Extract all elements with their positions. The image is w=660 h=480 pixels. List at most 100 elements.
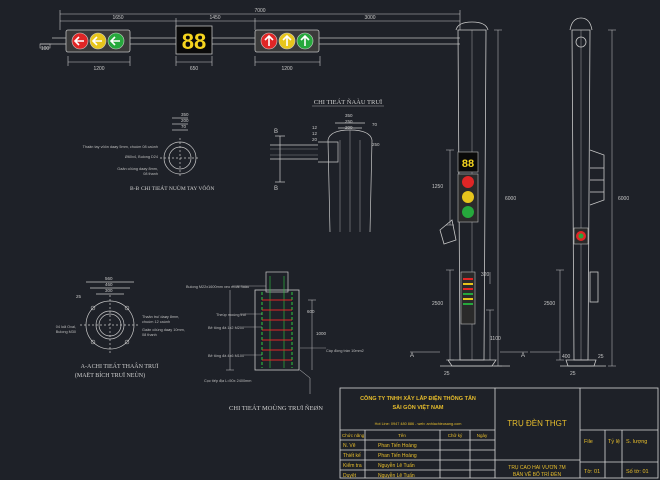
dim-body-300: 300: [105, 288, 113, 293]
dim-320: 320: [481, 272, 490, 278]
note-arm-1: Thaân tay vôôn daøy 5mm, chuùm 08 caùnh: [83, 145, 158, 149]
up-arrow-icon: [264, 34, 274, 46]
dim-total: 7000: [254, 8, 265, 14]
pedestrian-signal: [460, 271, 476, 325]
body-section-prefix: A-A: [81, 364, 92, 370]
dim-cap-12: 12: [312, 125, 318, 130]
note-body-6: Bulong M30: [56, 330, 76, 334]
note-found-3: Bê tông đá 1x2 M200: [208, 326, 244, 330]
dim-6000a: 6000: [505, 196, 516, 202]
pole-dimensions: [446, 29, 502, 367]
signal-head-left: [65, 29, 131, 53]
dim-650: 650: [190, 66, 199, 72]
left-arrow-icon: [73, 36, 84, 46]
svg-text:A: A: [521, 353, 525, 359]
cap-detail: [270, 122, 373, 233]
note-body-4: 08 thanh: [142, 333, 157, 337]
row-name-1: Phan Tiến Hoàng: [378, 443, 417, 449]
row-name-2: Phan Tiến Hoàng: [378, 453, 417, 459]
green-lamp-icon: [462, 206, 474, 218]
cap-detail-title: CHI TIEÁT ÑAÀU TRUÏ: [314, 98, 382, 106]
foundation-title: CHI TIEÁT MOÙNG TRUÏ ÑEØN: [229, 404, 323, 412]
side-view-pole: [560, 17, 606, 367]
note-found-1: Bulong M22x1600mm xeo moät ñaàu: [186, 285, 249, 289]
dim-arm-70: 70: [181, 124, 187, 129]
body-section: [80, 281, 140, 355]
dim-25d: 25: [598, 354, 604, 360]
quantity-label: S. lượng: [626, 439, 647, 445]
section-b-mark-top: B: [274, 129, 278, 135]
note-arm-2: Ø60x4, Bulong D24: [125, 155, 158, 159]
note-body-3: Gaân cöùng daøy 10mm,: [142, 328, 185, 332]
hotline: Hot Line: 0947 480 886 - web: anhlachieu…: [375, 422, 462, 426]
foundation-detail: [226, 271, 316, 394]
dim-1200b: 1200: [281, 66, 292, 72]
arm-section-title: CHI TIEÁT NUÙM TAY VÔÔN: [141, 184, 214, 192]
project-title: TRỤ ĐÈN THGT: [507, 419, 567, 428]
up-arrow-icon: [282, 34, 292, 46]
row-role-1: N. Vẽ: [343, 443, 356, 449]
dim-cap-20: 20: [312, 137, 318, 142]
pole-signal-head: 88: [457, 151, 479, 223]
side-pole-lamp: [573, 227, 589, 245]
note-body-1: Thaân truï daøy 8mm,: [142, 315, 179, 319]
dim-cap-350: 350: [345, 113, 353, 118]
note-body-5: 04 loã Oval,: [56, 325, 76, 329]
dim-25b: 25: [570, 371, 576, 377]
section-b-mark-bottom: B: [274, 186, 278, 192]
dim-arm-350: 350: [181, 112, 189, 117]
sheet-number: Tờ: 01: [584, 469, 600, 475]
col-sign: Chữ ký: [448, 433, 463, 438]
scale-label: Tỷ lệ: [608, 438, 620, 445]
drawing-title-1: TRỤ CAO HAI VƯƠN 7M: [508, 465, 565, 471]
company-name-1: CÔNG TY TNHH XÂY LẮP ĐIỆN THÔNG TẤN: [360, 394, 476, 402]
arm-section: [160, 117, 200, 178]
drawing-title-2: BẢN VẼ BỐ TRÍ ĐÈN: [513, 471, 562, 478]
note-arm-4: 08 thanh: [143, 172, 158, 176]
note-arm-3: Gaân cöùng daøy 8mm,: [117, 167, 158, 171]
pole-countdown-digits: 88: [462, 158, 474, 170]
dim-body-460: 460: [105, 282, 113, 287]
signal-head-right: [254, 29, 320, 53]
body-section-subtitle: (MAËT BÍCH TRUÏ NEÙN): [75, 371, 145, 379]
sheet-count: Số tờ: 01: [626, 469, 649, 475]
up-arrow-icon: [300, 34, 310, 46]
dim-2500a: 2500: [432, 301, 443, 307]
red-lamp-icon: [462, 176, 474, 188]
left-arrow-icon: [91, 36, 102, 46]
note-found-5: Cọc tiếp địa L=50x 2400mm: [204, 379, 251, 383]
body-section-title: CHI TIEÁT THAÂN TRUÏ: [92, 362, 159, 370]
yellow-lamp-icon: [462, 191, 474, 203]
arm-section-prefix: B-B: [130, 186, 140, 192]
section-a-marks: A A: [410, 353, 525, 359]
dim-cap-250b: 250: [372, 142, 380, 147]
countdown-digits: 88: [182, 29, 206, 54]
green-lamp-icon: [578, 233, 584, 239]
dim-cap-200: 200: [345, 125, 353, 130]
row-role-3: Kiểm tra: [343, 462, 362, 469]
dim-found-1000: 1000: [316, 331, 327, 336]
note-found-6: Cáp đồng trần 10mm2: [326, 349, 364, 353]
dim-25a: 25: [444, 371, 450, 377]
col-name: Tên: [398, 433, 406, 438]
file-label: File: [584, 439, 593, 445]
dim-1650: 1650: [112, 15, 123, 21]
dim-1250: 1250: [432, 184, 443, 190]
dim-body-25: 25: [76, 294, 82, 299]
col-date: Ngày: [477, 433, 488, 438]
row-name-3: Nguyễn Lê Tuấn: [378, 462, 415, 469]
svg-text:A: A: [410, 353, 414, 359]
dim-cap-12b: 12: [312, 131, 318, 136]
title-block-frame: [339, 387, 659, 479]
note-body-2: chuùm 12 caùnh: [142, 320, 170, 324]
dim-400: 400: [562, 354, 571, 360]
dim-body-560: 560: [105, 276, 113, 281]
dim-1100: 1100: [490, 336, 501, 342]
dim-100: 100: [41, 46, 50, 52]
note-found-2: Theùp moùng truï: [216, 313, 247, 317]
note-found-4: Bê tông đá 4x6 M100: [208, 354, 244, 358]
row-role-2: Thiết kế: [343, 453, 361, 459]
dim-2500b: 2500: [544, 301, 555, 307]
